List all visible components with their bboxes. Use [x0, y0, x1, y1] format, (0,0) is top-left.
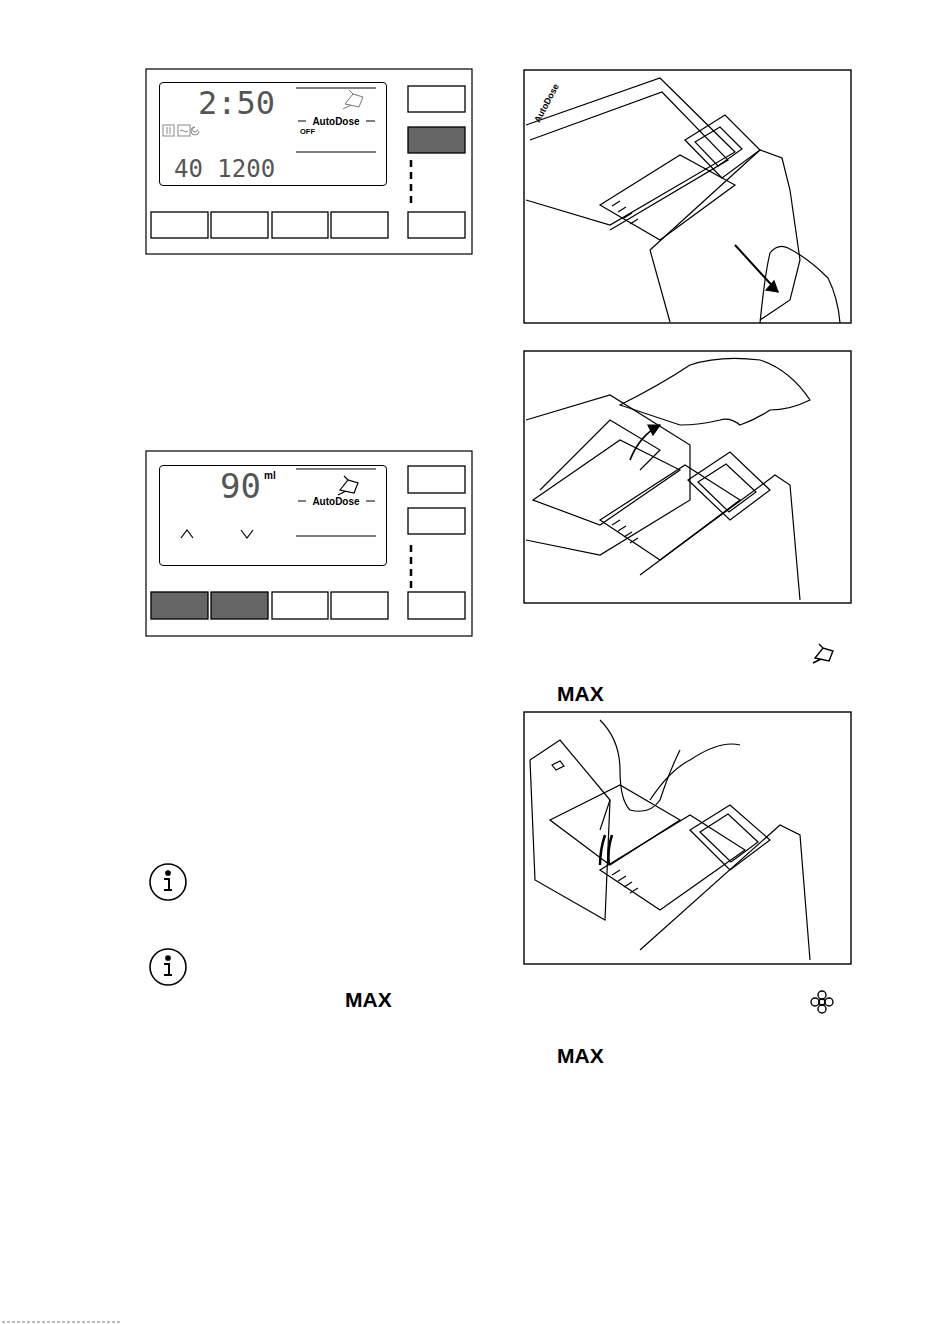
max-mark: MAX — [557, 1045, 604, 1066]
display-text: 40 1200 — [174, 157, 275, 181]
display-text: 2:50 — [198, 87, 275, 119]
display-screen: 90mlAutoDose — [159, 465, 387, 566]
display-text: ml — [264, 471, 276, 481]
max-mark: MAX — [345, 989, 392, 1010]
display-text: OFF — [300, 128, 315, 136]
display-text: AutoDose — [296, 497, 376, 507]
max-mark: MAX — [557, 683, 604, 704]
display-text: AutoDose — [296, 117, 376, 127]
display-text: 90 — [220, 469, 261, 503]
display-screen: 2:50AutoDoseOFF 40 1200 — [159, 82, 387, 186]
